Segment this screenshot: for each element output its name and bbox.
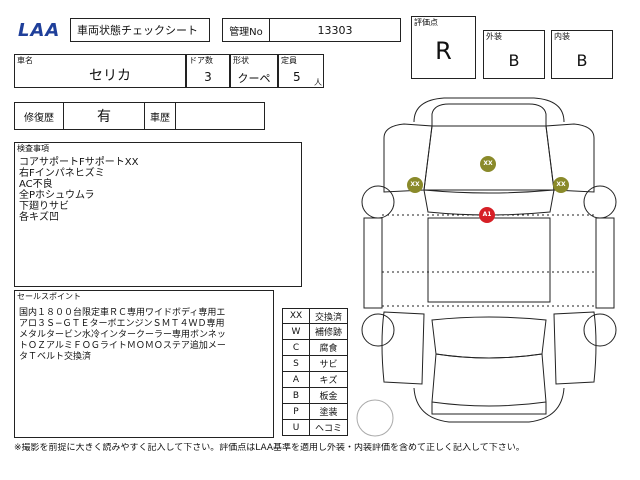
legend-desc: ヘコミ	[309, 419, 348, 436]
legend-code: W	[282, 323, 310, 340]
inspection-line: AC不良	[19, 179, 53, 190]
capacity-unit: 人	[314, 78, 322, 87]
legend-table: XX 交換済 W 補修跡 C 腐食 S サビ A キズ B 板金 P 塗装 U …	[282, 308, 348, 436]
legend-code: S	[282, 355, 310, 372]
exterior-box: 外装 B	[483, 30, 545, 79]
rear-right-quarter	[553, 311, 597, 385]
repair-label: 修復歴	[24, 112, 54, 124]
left-door	[363, 217, 383, 309]
legend-code: A	[282, 371, 310, 388]
front-right-wheel	[583, 185, 617, 219]
car-history-value-cell	[175, 102, 265, 130]
interior-value: B	[576, 51, 588, 70]
rear-window	[431, 316, 547, 359]
damage-marker	[479, 207, 495, 223]
legend-code: XX	[282, 308, 310, 324]
inspection-line: 全Pホシュウムラ	[19, 190, 95, 201]
legend-desc: 塗装	[309, 403, 348, 420]
inspection-box: 検査事項 コアサポートFサポートXX 右Fインパネヒズミ AC不良 全Pホシュウ…	[14, 142, 302, 287]
inspection-label: 検査事項	[17, 144, 49, 153]
sales-lines: 国内１８００台限定車ＲＣ専用ワイドボディ専用エ アロ３Ｓ−ＧＴＥターボエンジンＳ…	[19, 308, 226, 363]
doors-value: 3	[204, 70, 212, 84]
car-history-label-cell: 車歴	[144, 102, 176, 130]
score-box: 評価点 R	[411, 16, 476, 79]
sheet-title-cell: 車両状態チェックシート	[70, 18, 210, 42]
score-value: R	[435, 37, 452, 65]
vehicle-name-box: 車名 セリカ	[14, 54, 186, 88]
kanri-label: 管理No	[229, 26, 263, 38]
capacity-value: 5	[293, 70, 301, 84]
hood-outline	[431, 103, 547, 127]
sales-line: メタルタービン水冷インタークーラー専用ボンネッ	[19, 330, 226, 340]
rear-left-wheel	[361, 313, 395, 347]
logo-box: LAA	[14, 18, 70, 42]
capacity-label: 定員	[281, 56, 297, 65]
stamp-circle	[356, 399, 394, 437]
sales-label: セールスポイント	[17, 292, 81, 301]
car-history-label: 車歴	[150, 112, 170, 124]
kanri-no-cell: 13303	[269, 18, 401, 42]
front-left-wheel	[361, 185, 395, 219]
shape-value: クーペ	[237, 72, 271, 85]
shape-label: 形状	[233, 56, 249, 65]
rear-left-quarter	[381, 311, 425, 385]
trunk-panel	[431, 353, 547, 407]
inspection-line: 下廻りサビ	[19, 201, 69, 212]
car-top-outline	[413, 97, 565, 123]
shape-box: 形状 クーペ	[230, 54, 278, 88]
rear-bumper	[413, 387, 565, 423]
marker-label: A1	[482, 211, 492, 218]
inspection-lines: コアサポートFサポートXX 右Fインパネヒズミ AC不良 全Pホシュウムラ 下廻…	[19, 157, 138, 223]
legend-desc: 腐食	[309, 339, 348, 356]
repair-value-cell: 有	[63, 102, 145, 130]
logo-text: LAA	[18, 20, 61, 41]
sales-line: トＯＺアルミＦＯＧライトＭＯＭＯステア追加メー	[19, 341, 226, 351]
car-diagram	[361, 97, 617, 423]
sales-box: セールスポイント 国内１８００台限定車ＲＣ専用ワイドボディ専用エ アロ３Ｓ−ＧＴ…	[14, 290, 274, 438]
windshield	[423, 189, 555, 216]
legend-desc: サビ	[309, 355, 348, 372]
marker-label: XX	[483, 160, 493, 167]
rear-bumper-inner	[431, 402, 547, 415]
legend-desc: 交換済	[309, 308, 348, 324]
roof-outline	[427, 217, 551, 303]
legend-code: C	[282, 339, 310, 356]
sales-line: アロ３Ｓ−ＧＴＥターボエンジンＳＭＴ４ＷＤ専用	[19, 319, 225, 329]
right-door	[595, 217, 615, 309]
interior-box: 内装 B	[551, 30, 613, 79]
vehicle-name-label: 車名	[17, 56, 33, 65]
score-label: 評価点	[414, 18, 438, 27]
legend-desc: 板金	[309, 387, 348, 404]
rear-right-wheel	[583, 313, 617, 347]
repair-value: 有	[97, 109, 111, 125]
exterior-label: 外装	[486, 32, 502, 41]
kanri-no: 13303	[317, 23, 353, 37]
inspection-line: コアサポートFサポートXX	[19, 157, 139, 168]
doors-label: ドア数	[189, 56, 213, 65]
inspection-line: 右Fインパネヒズミ	[19, 168, 105, 179]
legend-code: P	[282, 403, 310, 420]
damage-marker	[407, 177, 423, 193]
doors-box: ドア数 3	[186, 54, 230, 88]
legend-code: B	[282, 387, 310, 404]
repair-label-cell: 修復歴	[14, 102, 64, 130]
exterior-value: B	[508, 51, 520, 70]
sales-line: 国内１８００台限定車ＲＣ専用ワイドボディ専用エ	[19, 308, 226, 318]
sales-line: タＴベルト交換済	[19, 352, 92, 362]
legend-code: U	[282, 419, 310, 436]
interior-label: 内装	[554, 32, 570, 41]
capacity-box: 定員 5 人	[278, 54, 324, 88]
kanri-label-cell: 管理No	[222, 18, 270, 42]
marker-label: XX	[410, 181, 420, 188]
damage-marker	[480, 156, 496, 172]
sheet-title: 車両状態チェックシート	[77, 24, 198, 37]
legend-desc: 補修跡	[309, 323, 348, 340]
marker-label: XX	[556, 181, 566, 188]
footer-note: ※撮影を前提に大きく読みやすく記入して下さい。評価点はLAA基準を適用し外装・内…	[14, 443, 525, 453]
vehicle-name: セリカ	[89, 68, 131, 84]
legend-desc: キズ	[309, 371, 348, 388]
inspection-line: 各キズ凹	[19, 212, 59, 223]
damage-marker	[553, 177, 569, 193]
